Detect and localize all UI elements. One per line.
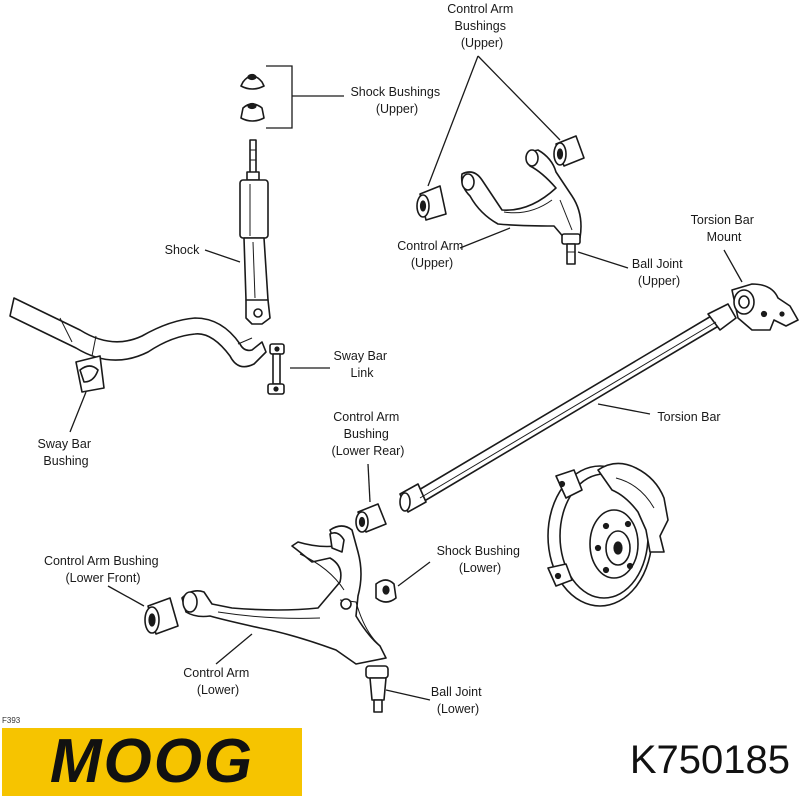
part-number: K750185 [629, 738, 790, 782]
ball-joint-lower-part [365, 665, 389, 713]
control-arm-bushing-lower-rear-part [355, 503, 387, 533]
brand-name: MOOG [49, 727, 255, 796]
sway-bar-bushing-part [75, 355, 105, 393]
label-torsion-bar-mount: Torsion Bar Mount [691, 213, 758, 244]
label-shock-bushing-lower: Shock Bushing (Lower) [437, 544, 524, 575]
control-arm-lower-part [181, 525, 387, 665]
label-shock: Shock [165, 243, 200, 257]
leader-lines [69, 55, 743, 701]
shock-bushing-lower-part [375, 579, 397, 603]
label-control-arm-bushing-lower-front: Control Arm Bushing (Lower Front) [44, 554, 162, 585]
label-control-arm-lower: Control Arm (Lower) [183, 666, 252, 697]
control-arm-upper-part [460, 149, 582, 241]
figure-code: F393 [2, 716, 21, 725]
moog-logo: MOOG [2, 728, 302, 796]
label-ball-joint-upper: Ball Joint (Upper) [632, 257, 686, 288]
steering-knuckle-part [547, 462, 669, 587]
label-control-arm-upper: Control Arm (Upper) [397, 239, 466, 270]
label-torsion-bar: Torsion Bar [657, 410, 720, 424]
label-sway-bar-link: Sway Bar Link [334, 349, 391, 380]
shock-bushings-upper-part [240, 73, 265, 122]
label-control-arm-bushing-lower-rear: Control Arm Bushing (Lower Rear) [332, 410, 405, 458]
torsion-bar-mount-part [731, 283, 799, 331]
label-ball-joint-lower: Ball Joint (Lower) [431, 685, 485, 716]
label-control-arm-bushings-upper: Control Arm Bushings (Upper) [447, 2, 516, 50]
control-arm-bushing-lower-front-part [144, 597, 179, 635]
sway-bar-link-part [267, 343, 285, 395]
shock-part [239, 139, 271, 325]
brake-rotor-part [547, 465, 653, 607]
label-sway-bar-bushing: Sway Bar Bushing [38, 437, 95, 468]
torsion-bar-part [399, 303, 737, 513]
ball-joint-upper-part [561, 233, 581, 265]
sway-bar-part [9, 297, 267, 368]
label-shock-bushings-upper: Shock Bushings (Upper) [350, 85, 443, 116]
control-arm-bushings-upper-part [416, 135, 585, 221]
